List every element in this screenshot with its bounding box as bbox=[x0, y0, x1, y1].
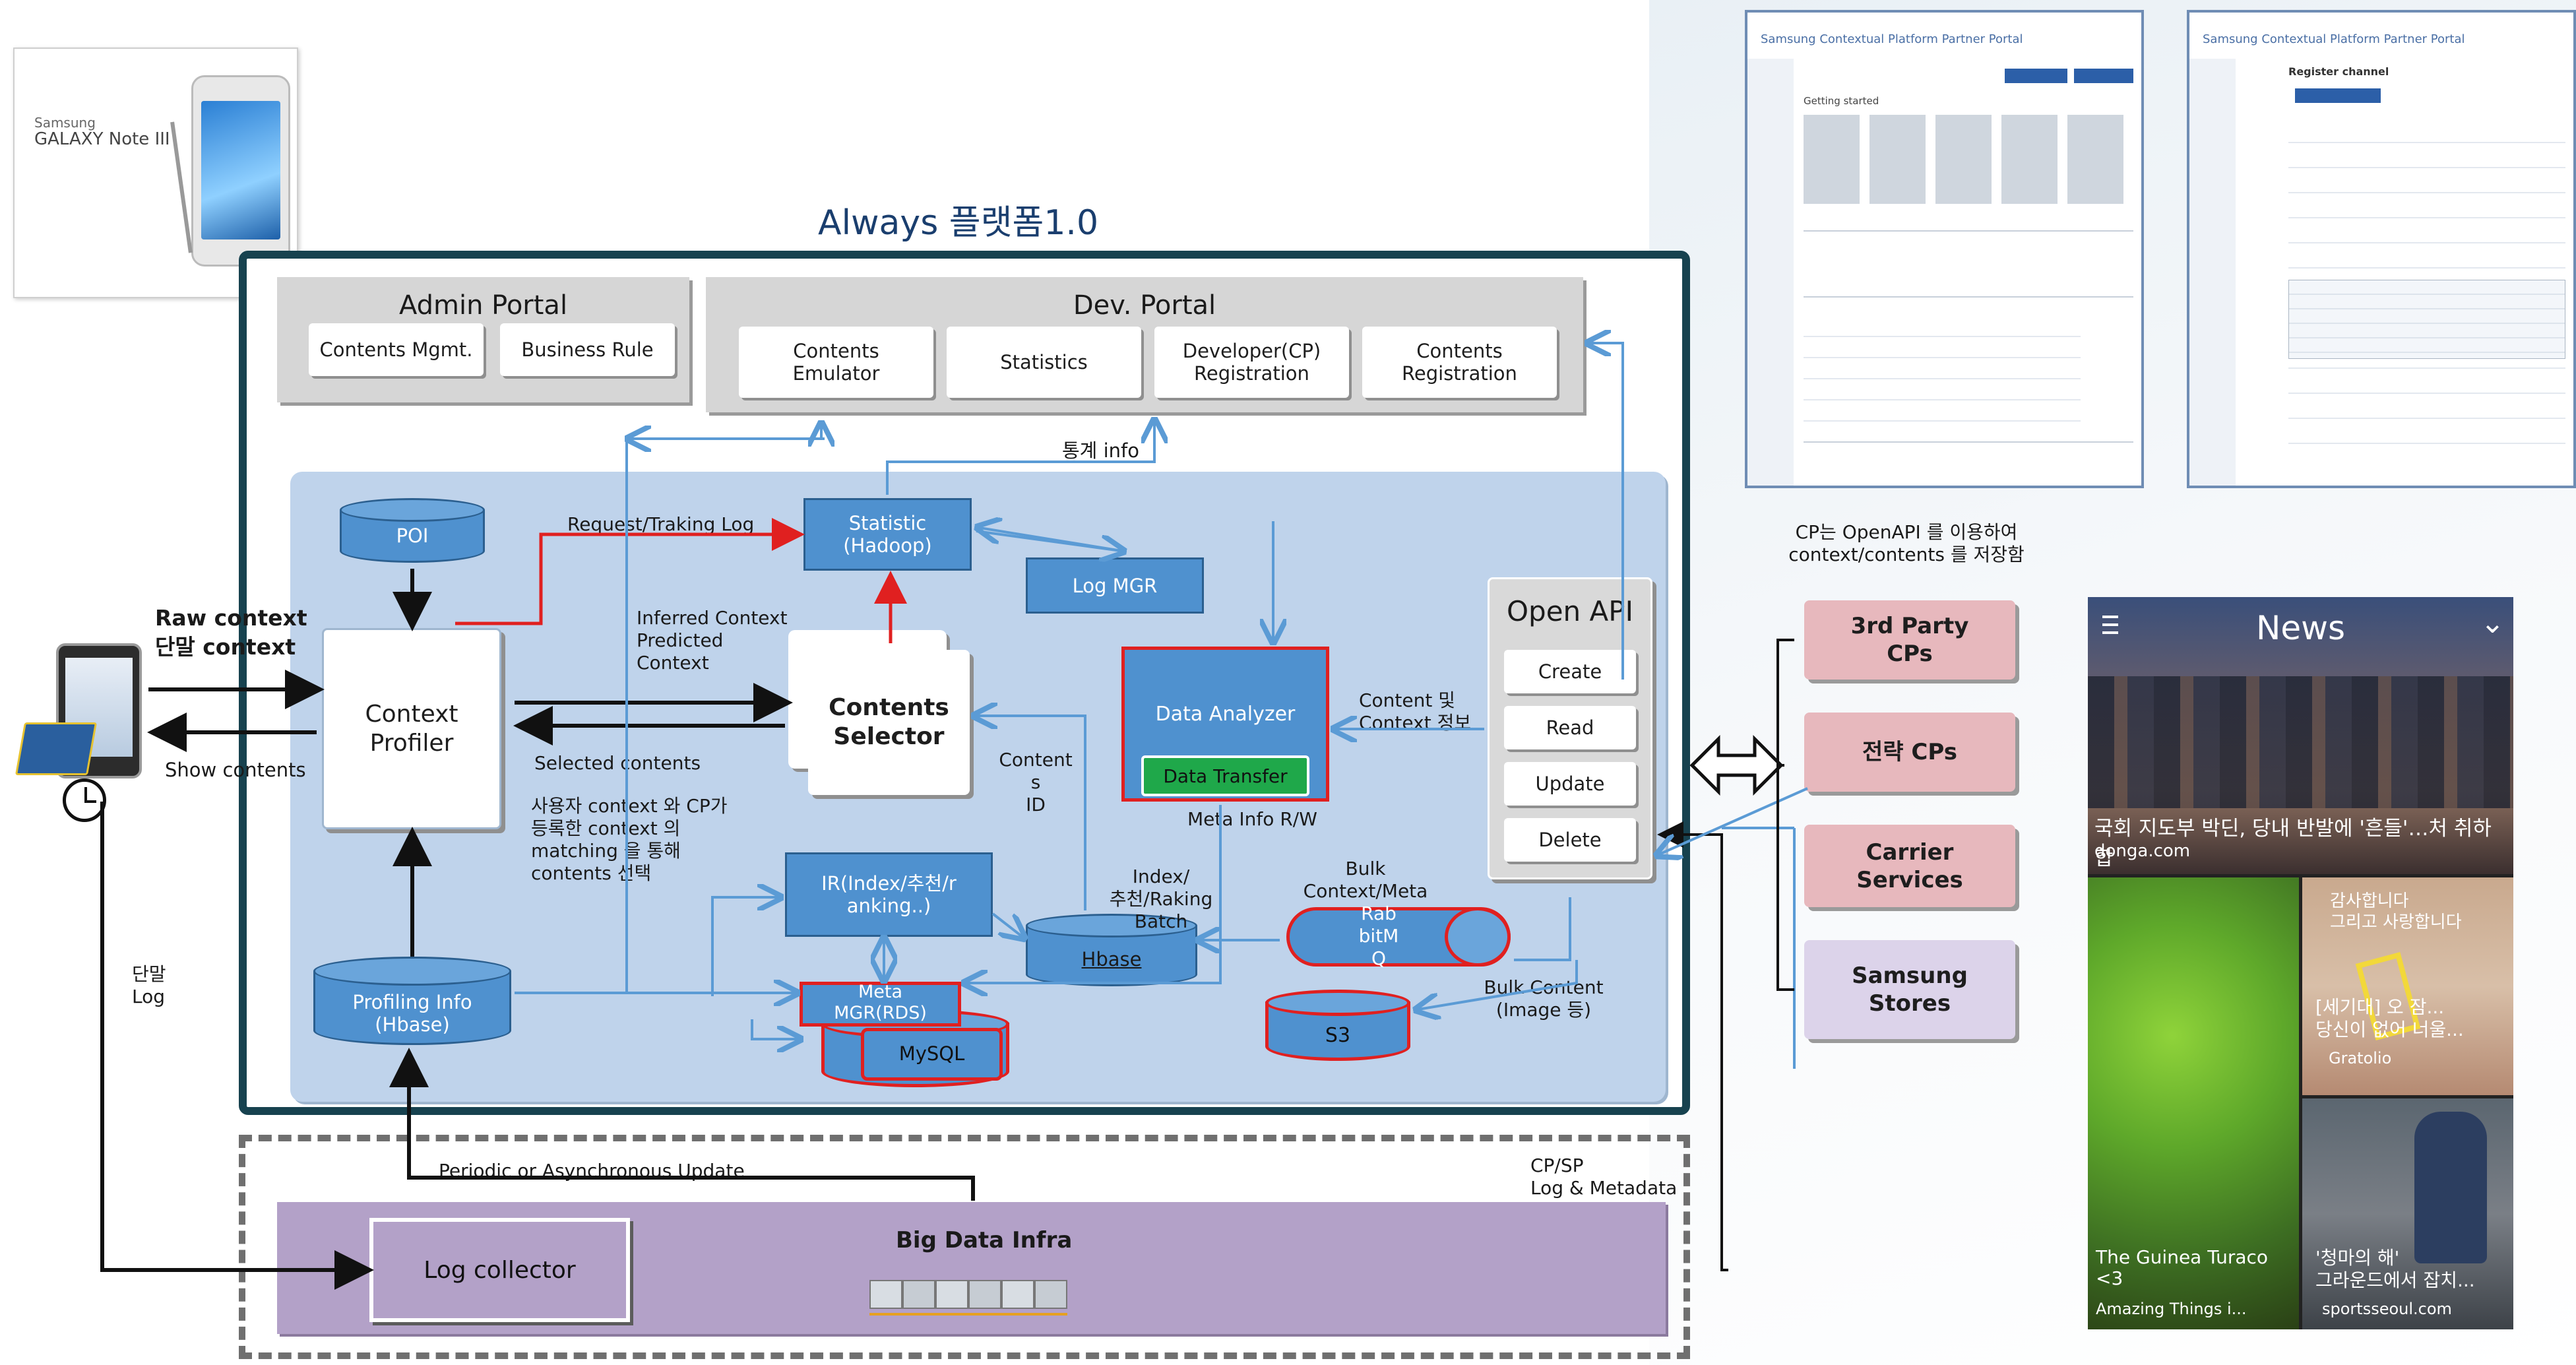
business-rule-button[interactable]: Business Rule bbox=[500, 323, 675, 376]
rabbitmq-label: Rab bitM Q bbox=[1358, 903, 1399, 969]
news-tile-3: 감사합니다 그리고 사랑합니다 [세기대] 오 잠... 당신이 없어 너울..… bbox=[2302, 877, 2513, 1095]
portal1-section: Getting started bbox=[1804, 95, 1879, 107]
delete-button[interactable]: Delete bbox=[1504, 818, 1636, 862]
red-arrows bbox=[455, 518, 907, 643]
poi-db: POI bbox=[340, 498, 485, 567]
statistics-button[interactable]: Statistics bbox=[947, 327, 1141, 398]
contents-emulator-button[interactable]: Contents Emulator bbox=[739, 327, 933, 398]
rabbitmq-queue bbox=[1286, 907, 1511, 967]
data-analyzer-label: Data Analyzer bbox=[1155, 703, 1296, 726]
request-log-label: Request/Traking Log bbox=[567, 513, 755, 535]
admin-portal-title: Admin Portal bbox=[398, 290, 568, 321]
cp-openapi-note: CP는 OpenAPI 를 이용하여 context/contents 를 저장… bbox=[1788, 521, 2025, 565]
news-tile-4: '청마의 해' 그라운드에서 잡치... sportsseoul.com bbox=[2302, 1098, 2513, 1329]
dev-portal-title: Dev. Portal bbox=[1073, 290, 1216, 321]
device-brand: Samsung bbox=[34, 115, 96, 131]
cp-sp-log-label: CP/SP Log & Metadata bbox=[1530, 1155, 1678, 1199]
ir-box: IR(Index/추천/r anking..) bbox=[785, 852, 993, 937]
profiling-info-label: Profiling Info (Hbase) bbox=[352, 991, 472, 1036]
inferred-context-label: Inferred Context Predicted Context bbox=[637, 607, 788, 674]
black-arrows bbox=[100, 569, 1728, 1290]
contents-registration-button[interactable]: Contents Registration bbox=[1362, 327, 1557, 398]
contents-selector-box: Contents Selector bbox=[808, 650, 970, 795]
device-log-label: 단말 Log bbox=[132, 963, 166, 1007]
news-tile-3-top: 감사합니다 그리고 사랑합니다 bbox=[2330, 891, 2462, 932]
double-arrow-icon bbox=[1689, 734, 1784, 796]
partner-portal-screenshot-1: Samsung Contextual Platform Partner Port… bbox=[1745, 10, 2144, 488]
update-button[interactable]: Update bbox=[1504, 762, 1636, 806]
raw-context-label: Raw context 단말 context bbox=[155, 605, 307, 660]
portal2-section: Register channel bbox=[2288, 65, 2389, 78]
contents-id-label: Content s ID bbox=[999, 749, 1073, 815]
news-title: News bbox=[2255, 609, 2346, 647]
news-tile-2-caption: The Guinea Turaco <3 bbox=[2096, 1246, 2269, 1289]
developer-registration-button[interactable]: Developer(CP) Registration bbox=[1154, 327, 1349, 398]
selected-contents-label: Selected contents bbox=[534, 752, 701, 774]
samsung-stores-box: Samsung Stores bbox=[1804, 940, 2015, 1039]
meta-mgr-box bbox=[800, 982, 961, 1027]
read-button[interactable]: Read bbox=[1504, 706, 1636, 749]
news-tile-1-caption: 국회 지도부 박딘, 당내 반발에 '흔들'…처 취하합 bbox=[2094, 817, 2492, 870]
blue-arrows bbox=[515, 343, 1808, 1069]
portal1-title: Samsung Contextual Platform Partner Port… bbox=[1761, 32, 2023, 46]
portal2-title: Samsung Contextual Platform Partner Port… bbox=[2203, 32, 2465, 46]
device-model: GALAXY Note III bbox=[34, 129, 170, 149]
news-tile-3-source: Gratolio bbox=[2329, 1049, 2392, 1067]
bulk-meta-label: Bulk Context/Meta bbox=[1303, 858, 1428, 902]
data-transfer-box: Data Transfer bbox=[1141, 755, 1309, 796]
stats-info-label: 통계 info bbox=[1062, 439, 1139, 462]
news-tile-4-caption: '청마의 해' 그라운드에서 잡치... bbox=[2315, 1247, 2475, 1291]
news-tile-3-caption: [세기대] 오 잠... 당신이 없어 너울... bbox=[2315, 996, 2464, 1040]
partner-portal-screenshot-2: Samsung Contextual Platform Partner Port… bbox=[2187, 10, 2576, 488]
mysql-inner bbox=[861, 1028, 1003, 1081]
news-tile-4-source: sportsseoul.com bbox=[2322, 1300, 2452, 1318]
context-profiler-box: Context Profiler bbox=[322, 628, 501, 829]
contents-mgmt-button[interactable]: Contents Mgmt. bbox=[309, 323, 484, 376]
rabbitmq-end bbox=[1445, 907, 1511, 967]
news-tile-1: News ⌄ 국회 지도부 박딘, 당내 반발에 '흔들'…처 취하합 dong… bbox=[2088, 597, 2513, 874]
chevron-down-icon[interactable]: ⌄ bbox=[2480, 606, 2505, 640]
big-data-frame bbox=[239, 1135, 1690, 1359]
meta-info-label: Meta Info R/W bbox=[1187, 808, 1317, 830]
show-contents-label: Show contents bbox=[165, 759, 306, 781]
menu-icon[interactable] bbox=[2102, 616, 2118, 618]
server-icon bbox=[869, 1267, 1067, 1319]
big-data-title: Big Data Infra bbox=[896, 1227, 1073, 1254]
data-transfer-label: Data Transfer bbox=[1163, 765, 1288, 787]
statistic-hadoop-box: Statistic (Hadoop) bbox=[803, 498, 972, 571]
log-collector-label: Log collector bbox=[424, 1256, 576, 1284]
mysql-label: MySQL bbox=[898, 1042, 965, 1065]
poi-label: POI bbox=[396, 524, 429, 547]
s3-label: S3 bbox=[1325, 1024, 1351, 1047]
profiling-info-db: Profiling Info (Hbase) bbox=[313, 957, 511, 1049]
s3-db: S3 bbox=[1265, 990, 1410, 1062]
hbase-label: Hbase bbox=[1081, 948, 1142, 970]
platform-title: Always 플랫폼1.0 bbox=[818, 203, 1099, 243]
meta-mgr-label: Meta MGR(RDS) bbox=[834, 982, 927, 1023]
third-party-cps-box: 3rd Party CPs bbox=[1804, 600, 2015, 680]
cp-bracket bbox=[1776, 639, 1794, 991]
open-api-title: Open API bbox=[1507, 595, 1633, 627]
news-tile-2: The Guinea Turaco <3 Amazing Things i... bbox=[2088, 877, 2299, 1329]
create-button[interactable]: Create bbox=[1504, 650, 1636, 693]
log-collector-box: Log collector bbox=[369, 1218, 630, 1322]
index-batch-label: Index/ 추천/Raking Batch bbox=[1109, 866, 1213, 932]
news-tile-1-source: donga.com bbox=[2094, 841, 2191, 861]
device-product-image: Samsung GALAXY Note III bbox=[13, 48, 298, 298]
strategic-cps-box: 전략 CPs bbox=[1804, 713, 2015, 792]
news-app-panel: News ⌄ 국회 지도부 박딘, 당내 반발에 '흔들'…처 취하합 dong… bbox=[2088, 597, 2513, 1329]
hbase-db: Hbase bbox=[1026, 914, 1197, 990]
carrier-services-box: Carrier Services bbox=[1804, 825, 2015, 907]
news-tile-2-source: Amazing Things i... bbox=[2096, 1300, 2247, 1318]
clock-icon bbox=[63, 778, 106, 822]
